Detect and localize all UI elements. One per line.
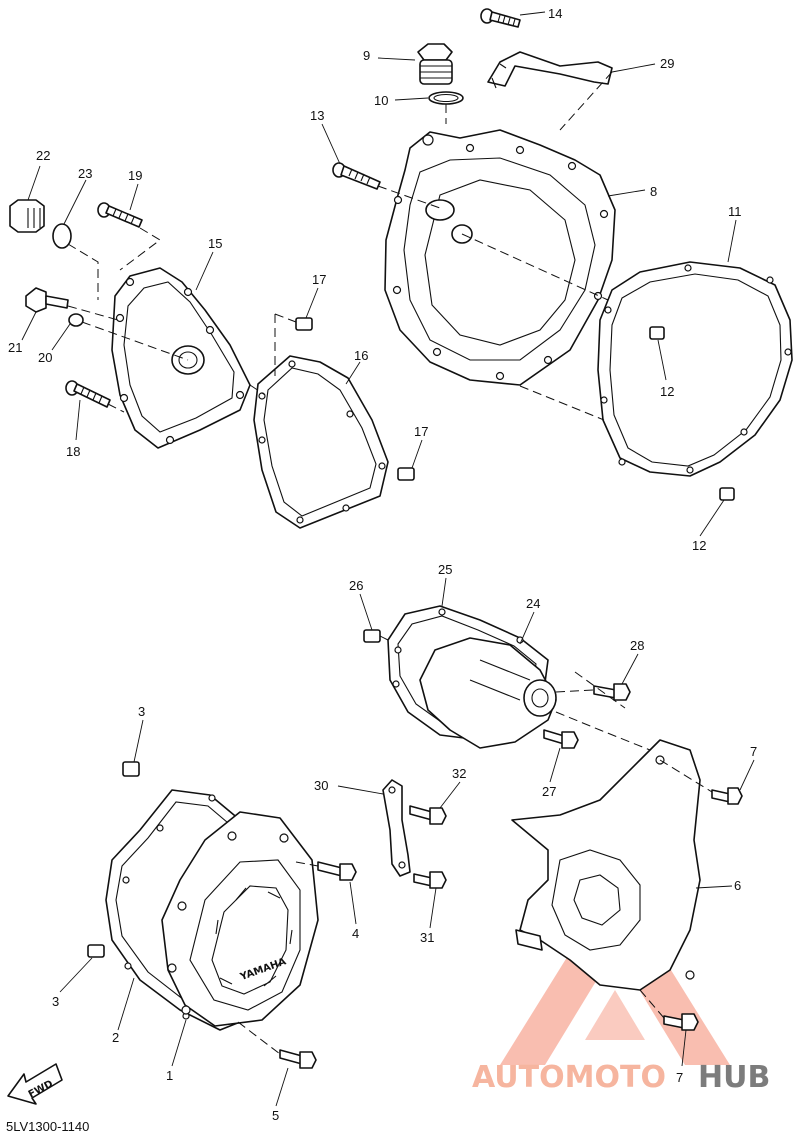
callout-12a: 12 — [660, 384, 674, 399]
callout-22: 22 — [36, 148, 50, 163]
callout-11: 11 — [728, 204, 742, 219]
callout-30: 30 — [314, 778, 328, 793]
callout-5: 5 — [272, 1108, 279, 1123]
clutch-cover-8 — [384, 129, 616, 386]
bolt-21 — [25, 287, 69, 313]
sprocket-cover-assembly — [511, 739, 743, 1031]
bolt-18 — [65, 380, 111, 408]
callout-20: 20 — [38, 350, 52, 365]
callout-9: 9 — [363, 48, 370, 63]
callout-14: 14 — [548, 6, 562, 21]
dowel-17b — [397, 467, 415, 481]
bolt-4 — [317, 861, 357, 881]
callout-32: 32 — [452, 766, 466, 781]
callout-7b: 7 — [676, 1070, 683, 1085]
watermark-text-2: HUB — [698, 1060, 770, 1095]
callout-21: 21 — [8, 340, 22, 355]
callout-19: 19 — [128, 168, 142, 183]
clutch-cover-assembly — [332, 8, 793, 501]
dowel-26 — [363, 629, 381, 643]
bracket-29 — [487, 51, 613, 89]
bolt-14 — [480, 8, 521, 28]
gasket-11 — [597, 261, 793, 477]
dowel-17a — [295, 317, 313, 331]
leader-lines — [21, 11, 755, 1107]
bolt-13 — [332, 162, 381, 190]
pickup-cover-assembly — [9, 199, 415, 529]
bracket-30-assembly — [382, 779, 447, 889]
callout-17a: 17 — [312, 272, 326, 287]
callout-28: 28 — [630, 638, 644, 653]
gasket-16 — [253, 355, 389, 529]
dowel-12a — [649, 326, 665, 340]
callout-3b: 3 — [52, 994, 59, 1009]
callout-1: 1 — [166, 1068, 173, 1083]
callout-18: 18 — [66, 444, 80, 459]
callout-7a: 7 — [750, 744, 757, 759]
bracket-30 — [382, 779, 411, 877]
generator-cover-1: YAMAHA — [161, 811, 319, 1027]
callout-6: 6 — [734, 878, 741, 893]
callout-17b: 17 — [414, 424, 428, 439]
callout-13: 13 — [310, 108, 324, 123]
bolt-19 — [97, 202, 143, 228]
watermark-triangle-inner — [585, 990, 645, 1040]
o-ring-23 — [52, 223, 72, 249]
middle-cover-assembly — [363, 605, 651, 751]
part-code: 5LV1300-1140 — [6, 1119, 89, 1134]
callout-29: 29 — [660, 56, 674, 71]
plug-22 — [9, 199, 45, 233]
callout-3a: 3 — [138, 704, 145, 719]
watermark-text-1: AUTOMOTO — [472, 1060, 666, 1095]
oil-plug-9 — [417, 43, 453, 85]
bolt-28 — [593, 683, 631, 701]
bolt-5 — [279, 1049, 317, 1069]
cover-6 — [511, 739, 701, 991]
callout-12b: 12 — [692, 538, 706, 553]
fwd-arrow: FWD — [7, 1063, 63, 1105]
callout-16: 16 — [354, 348, 368, 363]
bolt-7b — [663, 1013, 699, 1031]
dowel-12b — [719, 487, 735, 501]
dowel-3a — [122, 761, 140, 777]
callout-4: 4 — [352, 926, 359, 941]
bolt-7a — [711, 787, 743, 805]
callout-25: 25 — [438, 562, 452, 577]
cover-24 — [419, 637, 557, 749]
generator-cover-assembly: YAMAHA — [87, 761, 357, 1069]
dowel-3b — [87, 944, 105, 958]
callout-24: 24 — [526, 596, 540, 611]
bolt-27 — [543, 729, 579, 749]
washer-20 — [68, 313, 84, 327]
callout-10: 10 — [374, 93, 388, 108]
callout-8: 8 — [650, 184, 657, 199]
callout-23: 23 — [78, 166, 92, 181]
callout-26: 26 — [349, 578, 363, 593]
bolt-31 — [413, 871, 447, 889]
callout-27: 27 — [542, 784, 556, 799]
callout-31: 31 — [420, 930, 434, 945]
bolt-32 — [409, 805, 447, 825]
callout-15: 15 — [208, 236, 222, 251]
callout-2: 2 — [112, 1030, 119, 1045]
callout-labels: 14 9 29 10 13 8 22 23 19 15 11 17 21 20 … — [8, 6, 757, 1123]
